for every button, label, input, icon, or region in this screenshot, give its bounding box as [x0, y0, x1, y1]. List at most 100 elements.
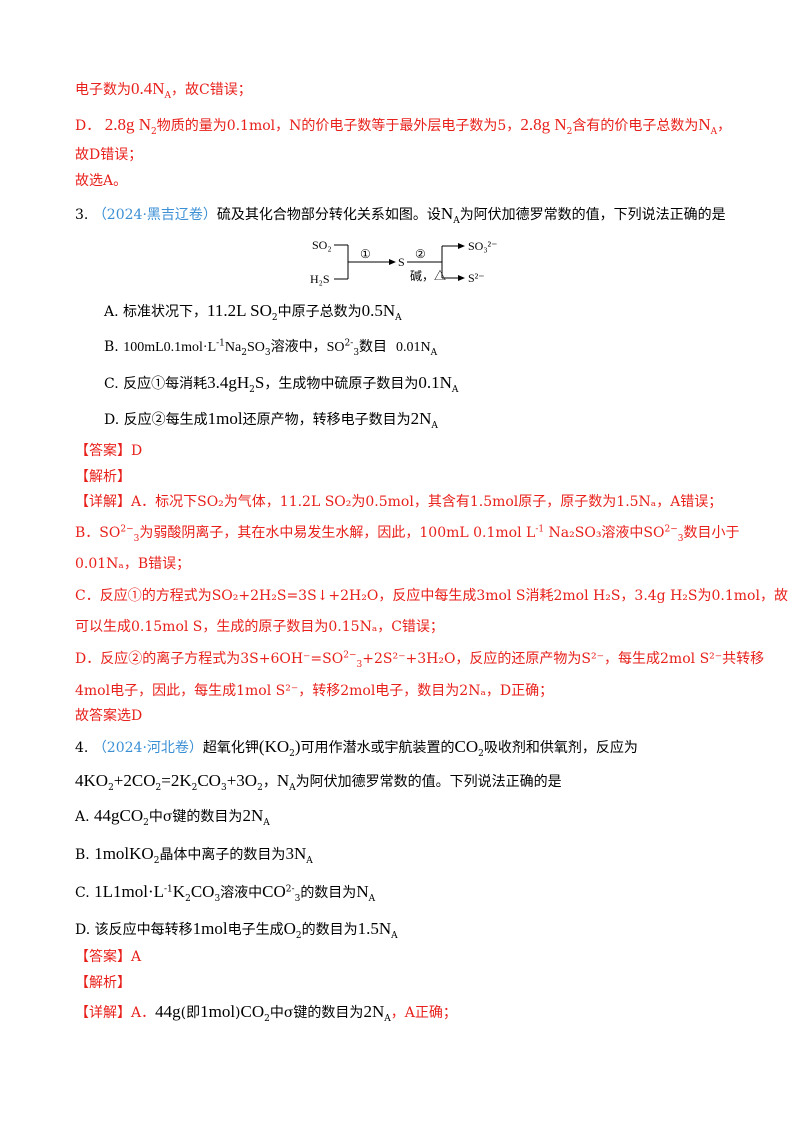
subscript: 2	[478, 748, 484, 759]
formula: S	[254, 373, 265, 392]
formula: 2.8g N	[104, 115, 151, 134]
text: 物质的量为0.1mol，N的价电子数等于最外层电子数为5，	[156, 118, 521, 134]
text: 硫及其化合物部分转化关系如图。设	[216, 207, 441, 223]
formula: 1molKO	[94, 844, 154, 863]
superscript: -1	[216, 338, 225, 349]
formula: 0.5N	[361, 301, 396, 320]
question-number: 3.	[75, 207, 89, 223]
text: 含有的价电子总数为	[572, 118, 699, 134]
text: 中原子总数为	[277, 304, 362, 320]
subscript: 2	[257, 782, 263, 793]
question-3-stem: 3. （2024·黑吉辽卷）硫及其化合物部分转化关系如图。设NA为阿伏加德罗常数…	[75, 203, 726, 226]
text-line: D． 2.8g N2物质的量为0.1mol，N的价电子数等于最外层电子数为5，2…	[75, 114, 731, 137]
subscript: 3	[353, 347, 360, 358]
answer-label: 【答案】A	[75, 949, 142, 965]
formula: 3.4gH	[207, 373, 250, 392]
formula: 11.2L SO	[207, 301, 272, 320]
subscript: 2	[153, 855, 160, 866]
subscript: A	[263, 817, 270, 828]
sulfur-conversion-diagram: SO₂ H₂S ① S ② 碱，△ SO₃²⁻ S²⁻	[310, 238, 497, 286]
subscript: 2	[185, 893, 191, 904]
detail-line: 【详解】A．标况下SO₂为气体，11.2L SO₂为0.5mol，其含有1.5m…	[75, 494, 723, 510]
subscript: A	[306, 855, 313, 866]
text: 的数目为	[301, 922, 358, 938]
text: 为阿伏加德罗常数的值，下列说法正确的是	[459, 207, 726, 223]
text: +2S²⁻+3H₂O，反应的还原产物为S²⁻，每生成2mol S²⁻共转移	[362, 651, 765, 667]
superscript: 2−	[664, 524, 678, 535]
formula: 2N	[363, 1002, 385, 1021]
formula: +3O	[226, 771, 258, 790]
formula: N	[440, 204, 454, 223]
option-c: C. 反应①每消耗3.4gH2S，生成物中硫原子数目为0.1NA	[104, 372, 458, 395]
formula: K	[172, 882, 186, 901]
subscript: A	[368, 893, 376, 904]
formula: 2.8g N	[520, 115, 567, 134]
source-tag: （2024·黑吉辽卷）	[92, 207, 217, 223]
formula: SO	[326, 340, 345, 355]
text: 溶液中	[220, 885, 263, 901]
formula: CO	[190, 882, 215, 901]
reaction-2-label: ②	[415, 247, 426, 261]
option-a: A. 44gCO2中σ键的数目为2NA	[75, 805, 270, 828]
detail-line: C．反应①的方程式为SO₂+2H₂S=3S↓+2H₂O，反应中每生成3mol S…	[75, 588, 788, 604]
text: D. 反应②每生成	[104, 412, 208, 428]
arrowhead	[458, 243, 465, 249]
text: Na₂SO₃溶液中SO	[544, 525, 665, 541]
answer-label: 【答案】D	[75, 443, 143, 459]
question-4-equation: 4KO2+2CO2=2K2CO3+3O2，NA为阿伏加德罗常数的值。下列说法正确…	[75, 770, 562, 793]
superscript: 2−	[343, 650, 357, 661]
text: ，	[262, 774, 277, 790]
detail-line: D．反应②的离子方程式为3S+6OH⁻=SO2−3+2S²⁻+3H₂O，反应的还…	[75, 648, 764, 670]
option-a: A. 标准状况下，11.2L SO2中原子总数为0.5NA	[104, 300, 402, 323]
formula: (KO	[258, 737, 290, 756]
text: ，生成物中硫原子数目为	[264, 376, 419, 392]
reaction-2-condition: 碱，△	[410, 269, 446, 283]
superscript: -1	[535, 524, 545, 535]
subscript: A	[384, 1013, 391, 1024]
subscript: 2	[108, 782, 114, 793]
text: 电子生成	[227, 922, 284, 938]
formula: Na	[224, 340, 242, 355]
source-tag: （2024·河北卷）	[92, 740, 203, 756]
text: A.	[75, 809, 95, 825]
subscript: 2	[271, 312, 278, 323]
subscript: 3	[264, 347, 271, 358]
text: )	[235, 1005, 241, 1021]
subscript: A	[289, 782, 296, 793]
text: 电子数为	[75, 82, 131, 98]
text: 【详解】A．	[75, 1005, 156, 1021]
diagram-h2s: H₂S	[310, 272, 330, 286]
diagram-s-2minus: S²⁻	[468, 271, 485, 285]
subscript: 2	[249, 384, 255, 395]
subscript: A	[431, 420, 438, 431]
text: 溶液中，	[270, 339, 327, 355]
question-4-stem: 4. （2024·河北卷）超氧化钾(KO2)可用作潜水或宇航装置的CO2吸收剂和…	[75, 736, 638, 759]
text: 为弱酸阴离子，其在水中易发生水解，因此，100mL 0.1mol L	[139, 525, 536, 541]
option-d: D. 该反应中每转移1mol电子生成O2的数目为1.5NA	[75, 918, 398, 941]
formula: O	[283, 919, 296, 938]
subscript: 3	[133, 533, 140, 544]
text: 中σ键的数目为	[148, 809, 243, 825]
detail-line: 故答案选D	[75, 708, 143, 724]
subscript: 3	[220, 782, 227, 793]
subscript: 2	[191, 782, 198, 793]
text: B.	[75, 847, 95, 863]
subscript: 3	[214, 893, 221, 904]
formula: 1mol	[200, 1002, 236, 1021]
formula: 2N	[242, 806, 264, 825]
formula: 44g	[155, 1002, 181, 1021]
text: 的数目为	[300, 885, 357, 901]
detail-line: 【详解】A．44g(即1mol)CO2中σ键的数目为2NA，A正确；	[75, 1001, 457, 1024]
superscript: 2-	[344, 338, 354, 349]
text: (即	[180, 1005, 201, 1021]
diagram-so2: SO₂	[312, 238, 332, 252]
text: 为阿伏加德罗常数的值。下列说法正确的是	[295, 774, 562, 790]
text: 可用作潜水或宇航装置的	[300, 740, 455, 756]
question-number: 4.	[75, 740, 89, 756]
text: ，故C错误；	[171, 82, 252, 98]
text: A. 标准状况下，	[104, 304, 208, 320]
text: C. 反应①每消耗	[104, 376, 208, 392]
subscript: A	[391, 930, 398, 941]
superscript: 2−	[120, 524, 134, 535]
subscript: 2	[143, 817, 149, 828]
